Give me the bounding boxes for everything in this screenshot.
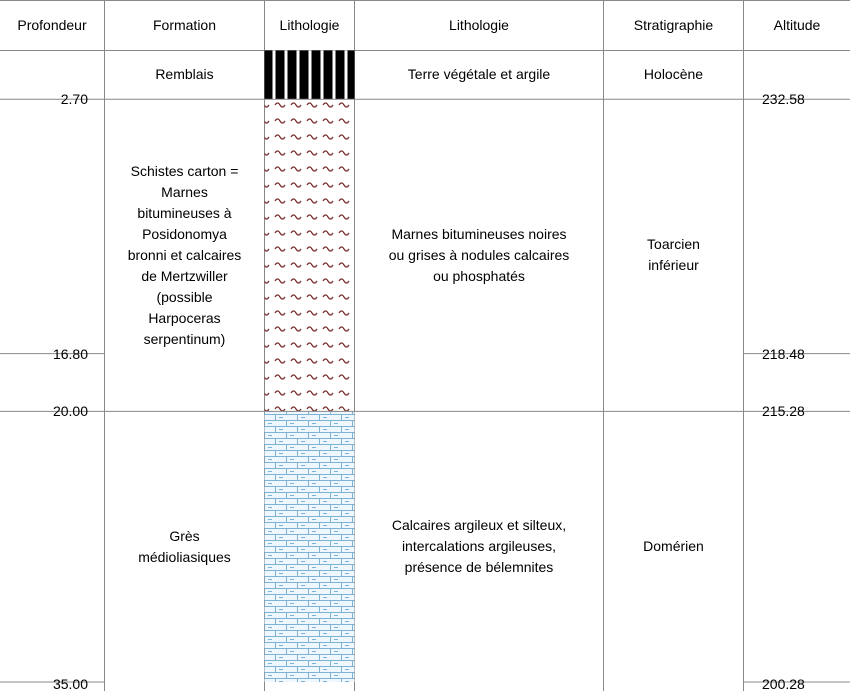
depth-label: 2.70: [60, 91, 88, 108]
header-stratigraphy: Stratigraphie: [633, 17, 714, 33]
depth-label: 20.00: [52, 403, 88, 420]
header-altitude: Altitude: [773, 17, 821, 33]
lithology-fill-brick: [264, 411, 355, 682]
formation-cell: Schistes carton = Marnes bitumineuses à …: [127, 162, 242, 347]
altitude-label: 215.28: [762, 403, 805, 420]
lithology-fill-wave: [264, 99, 355, 412]
header-lithology-description: Lithologie: [449, 17, 509, 33]
lithology-description-cell: Calcaires argileux et silteux, intercala…: [391, 517, 567, 576]
header-lithology-graphic: Lithologie: [279, 17, 340, 33]
formation-cell: Remblais: [155, 66, 214, 83]
formation-cell: Grès médioliasiques: [138, 527, 231, 565]
altitude-label: 200.28: [762, 676, 805, 691]
lithology-fill-fill: [264, 50, 355, 100]
stratigraphy-cell: Holocène: [643, 66, 704, 83]
altitude-label: 232.58: [762, 91, 805, 108]
depth-label: 35.00: [52, 676, 88, 691]
lithology-description-cell: Marnes bitumineuses noires ou grises à n…: [388, 225, 570, 284]
depth-label: 16.80: [52, 345, 88, 362]
header-formation: Formation: [152, 17, 217, 33]
lithology-description-cell: Terre végétale et argile: [407, 66, 551, 83]
altitude-label: 218.48: [762, 345, 805, 362]
stratigraphy-cell: Domérien: [643, 538, 704, 555]
stratigraphy-cell: Toarcien inférieur: [647, 236, 700, 274]
header-depth: Profondeur: [17, 17, 87, 33]
